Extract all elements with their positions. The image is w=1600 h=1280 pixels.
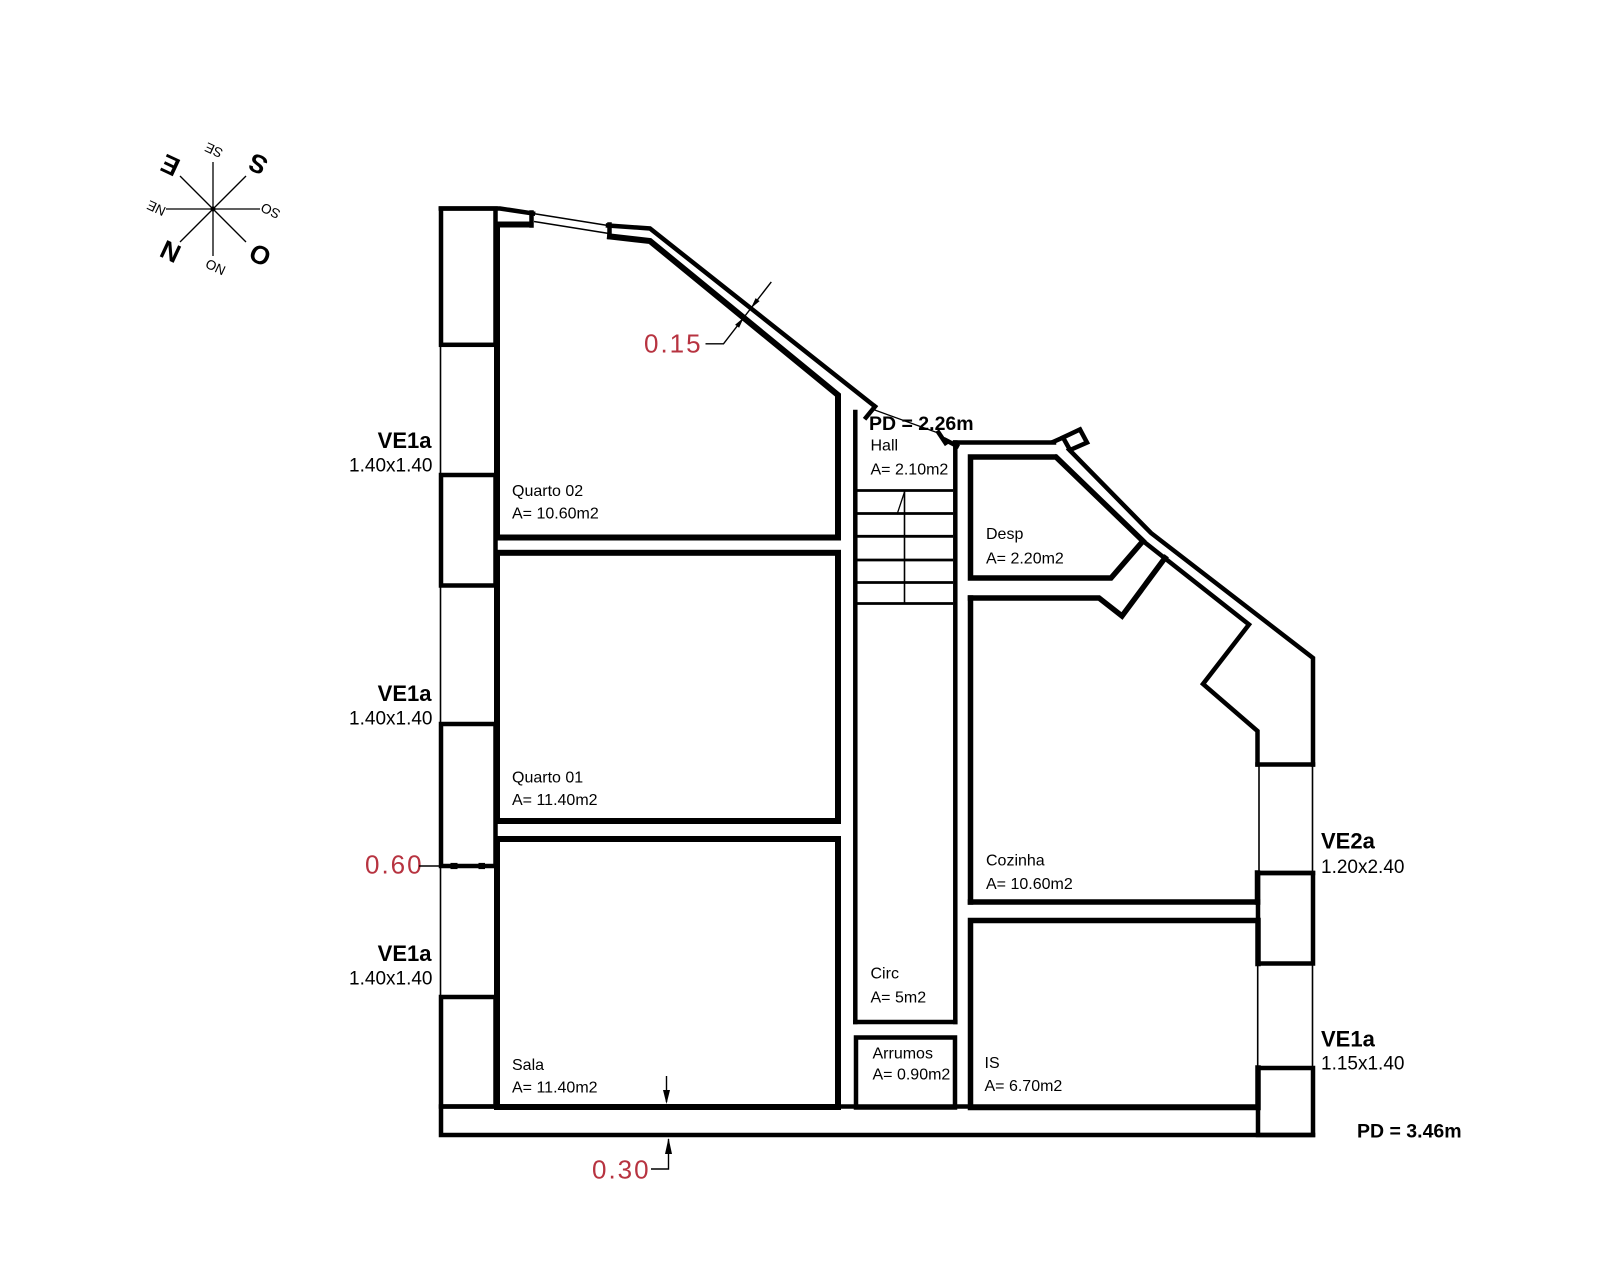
svg-text:1.20x2.40: 1.20x2.40	[1321, 857, 1404, 878]
svg-text:VE1a: VE1a	[378, 681, 433, 706]
svg-text:Arrumos: Arrumos	[873, 1046, 933, 1063]
svg-text:A= 0.90m2: A= 0.90m2	[873, 1067, 951, 1084]
svg-text:A= 11.40m2: A= 11.40m2	[512, 1080, 598, 1097]
svg-text:1.40x1.40: 1.40x1.40	[349, 456, 432, 477]
svg-text:A= 11.40m2: A= 11.40m2	[512, 792, 598, 809]
svg-text:PD = 3.46m: PD = 3.46m	[1357, 1121, 1462, 1143]
svg-text:Quarto 02: Quarto 02	[512, 483, 583, 500]
svg-text:A= 10.60m2: A= 10.60m2	[512, 506, 599, 523]
svg-text:A= 10.60m2: A= 10.60m2	[986, 876, 1073, 893]
svg-text:VE2a: VE2a	[1321, 829, 1376, 854]
svg-text:NE: NE	[145, 197, 168, 219]
svg-text:Quarto 01: Quarto 01	[512, 770, 583, 787]
svg-text:SO: SO	[259, 200, 283, 222]
svg-text:PD = 2.26m: PD = 2.26m	[869, 413, 974, 435]
svg-text:A= 5m2: A= 5m2	[871, 990, 927, 1007]
svg-text:IS: IS	[985, 1055, 1000, 1072]
svg-text:Sala: Sala	[512, 1057, 544, 1074]
svg-text:A= 2.10m2: A= 2.10m2	[871, 462, 949, 479]
svg-text:0.15: 0.15	[644, 329, 703, 359]
svg-text:A= 6.70m2: A= 6.70m2	[985, 1078, 1063, 1095]
svg-text:0.60: 0.60	[365, 850, 424, 880]
svg-text:0.30: 0.30	[592, 1155, 651, 1185]
svg-text:VE1a: VE1a	[1321, 1027, 1376, 1052]
svg-text:Cozinha: Cozinha	[986, 853, 1045, 870]
svg-text:1.40x1.40: 1.40x1.40	[349, 969, 432, 990]
svg-text:VE1a: VE1a	[378, 941, 433, 966]
svg-text:Desp: Desp	[986, 526, 1023, 543]
svg-text:A= 2.20m2: A= 2.20m2	[986, 551, 1064, 568]
svg-text:Hall: Hall	[871, 438, 899, 455]
svg-text:VE1a: VE1a	[378, 428, 433, 453]
svg-text:1.40x1.40: 1.40x1.40	[349, 709, 432, 730]
svg-text:SE: SE	[202, 139, 225, 160]
svg-text:1.15x1.40: 1.15x1.40	[1321, 1054, 1404, 1075]
svg-text:Circ: Circ	[871, 966, 899, 983]
